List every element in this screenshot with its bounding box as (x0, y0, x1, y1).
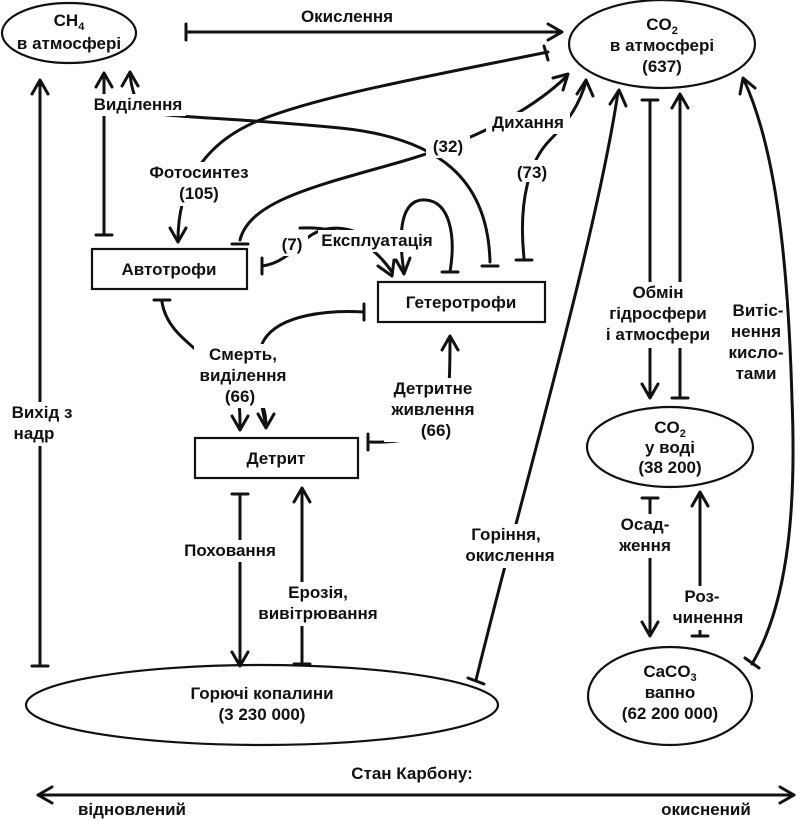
edge-combustion (466, 88, 628, 686)
label-exploitation: Експлуатація (321, 231, 432, 250)
label-displacement-line4: тами (736, 364, 777, 383)
label-death-line2: виділення (200, 366, 287, 385)
co2-water-value: (38 200) (638, 458, 701, 477)
co2-atm-label: CO2 (646, 15, 678, 37)
node-autotrophs (90, 247, 249, 291)
caco3-label: CaCO3 (643, 662, 696, 684)
label-detritus-feeding-line1: Детритне (394, 379, 473, 398)
label-from-depths-line2: надр (14, 424, 55, 443)
edge-from-depths (30, 78, 50, 668)
label-photosynthesis-value: (105) (179, 184, 219, 203)
label-erosion-line2: вивітрювання (258, 604, 377, 623)
node-co2-water (585, 405, 755, 489)
label-carbon-state: Стан Карбону: (351, 764, 473, 783)
label-displacement-line2: нення (731, 322, 781, 341)
fossil-value: (3 230 000) (219, 705, 306, 724)
edge-acid-displacement (738, 76, 795, 670)
label-exchange-line2: гідросфери (609, 304, 707, 323)
label-burial: Поховання (184, 541, 276, 560)
node-co2-atmosphere (567, 0, 757, 90)
label-exploitation-value: (7) (282, 235, 303, 254)
fossil-label: Горючі копалини (190, 684, 333, 703)
label-detritus-feeding-line2: живлення (390, 400, 474, 419)
label-exchange-line3: і атмосфери (606, 325, 710, 344)
co2-water-location: у воді (645, 438, 695, 457)
label-death-value: (66) (225, 387, 255, 406)
edge-burial (230, 492, 250, 668)
label-emission: Виділення (94, 95, 183, 114)
node-caco3 (586, 645, 754, 747)
edge-erosion (292, 486, 312, 666)
label-from-depths-line1: Вихід з (12, 403, 73, 422)
label-oxidized: окиснений (661, 800, 751, 819)
label-photosynthesis: Фотосинтез (149, 163, 248, 182)
node-fossil-fuels (24, 663, 500, 747)
autotrophs-label: Автотрофи (122, 260, 217, 279)
label-respiration-value-32: (32) (433, 137, 463, 156)
label-deposition-line2: ження (618, 536, 671, 555)
label-respiration: Дихання (492, 113, 564, 132)
label-displacement-line1: Витіс- (733, 301, 784, 320)
caco3-name: вапно (645, 683, 696, 702)
co2-atm-location: в атмосфері (610, 36, 714, 55)
edge-respiration-autotrophs (230, 72, 570, 246)
edge-photosynthesis (168, 44, 550, 244)
node-ch4-atmosphere (0, 1, 138, 65)
label-detritus-feeding-value: (66) (421, 421, 451, 440)
detritus-label: Детрит (246, 449, 305, 468)
label-death-line1: Смерть, (209, 345, 277, 364)
node-detritus (193, 436, 360, 480)
label-dissolution-line1: Роз- (684, 587, 719, 606)
label-respiration-value-73: (73) (517, 163, 547, 182)
label-combustion-line2: окислення (465, 546, 554, 565)
label-displacement-line3: кисло- (728, 343, 783, 362)
label-combustion-line1: Горіння, (471, 525, 540, 544)
edge-oxidation (184, 22, 564, 42)
label-reduced: відновлений (78, 800, 186, 819)
ch4-location: в атмосфері (17, 34, 121, 53)
edge-respiration-heterotrophs (514, 78, 595, 262)
co2-water-label: CO2 (654, 418, 686, 440)
ch4-label: CH4 (54, 11, 86, 33)
label-oxidation: Окислення (301, 7, 393, 26)
co2-atm-value: (637) (642, 57, 682, 76)
label-erosion-line1: Ерозія, (288, 583, 348, 602)
label-dissolution-line2: чинення (673, 608, 744, 627)
edge-exchange-up (670, 92, 690, 400)
label-exchange-line1: Обмін (632, 283, 683, 302)
carbon-state-axis (36, 785, 796, 805)
caco3-value: (62 200 000) (622, 704, 718, 723)
heterotrophs-label: Гетеротрофи (406, 293, 517, 312)
edge-exchange-down (640, 98, 660, 400)
node-heterotrophs (376, 280, 547, 324)
label-deposition-line1: Осад- (621, 515, 670, 534)
